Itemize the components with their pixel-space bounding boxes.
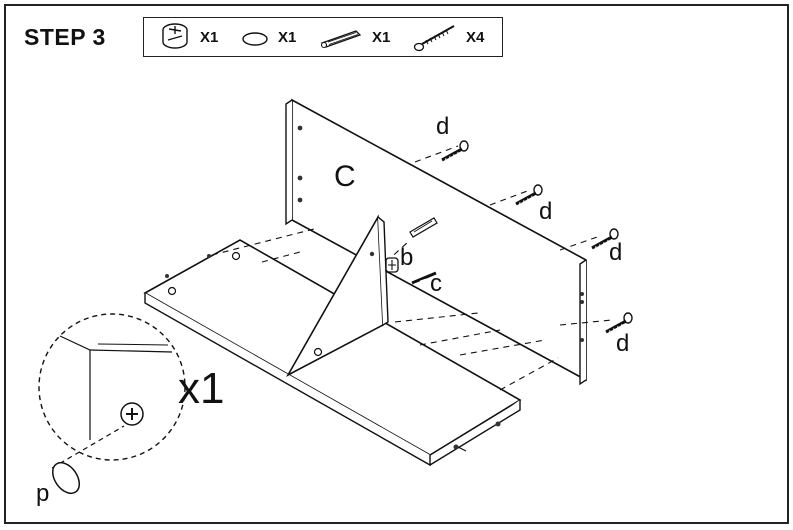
screw-label-2: d [539, 198, 553, 225]
cap-disc-qty: X1 [278, 29, 297, 46]
screw-label-1: d [436, 113, 450, 140]
detail-circle [38, 313, 186, 495]
screw-qty: X4 [466, 29, 485, 46]
bolt-part [411, 271, 437, 285]
cam-lock-icon [162, 23, 188, 49]
panel-c-label: C [334, 160, 356, 193]
diagram-frame [4, 4, 789, 524]
cam-lock-label: b [400, 244, 414, 271]
cap-disc-icon [242, 32, 268, 46]
wood-dowel-icon [320, 30, 362, 49]
bolt-label: c [430, 270, 442, 297]
screw-label-4: d [616, 330, 630, 357]
screw-icon [413, 25, 455, 52]
cap-label: p [36, 480, 50, 507]
wood-dowel-qty: X1 [372, 29, 391, 46]
cam-lock-qty: X1 [200, 29, 219, 46]
detail-qty-label: x1 [178, 364, 225, 413]
cam-lock-part [385, 257, 399, 273]
dowel-part [409, 217, 438, 238]
step-title: STEP 3 [24, 24, 106, 50]
parts-list: X1 X1 X1 X4 [143, 17, 503, 57]
panel-c [285, 98, 587, 386]
divider-panel [285, 214, 389, 377]
screw-label-3: d [609, 239, 623, 266]
